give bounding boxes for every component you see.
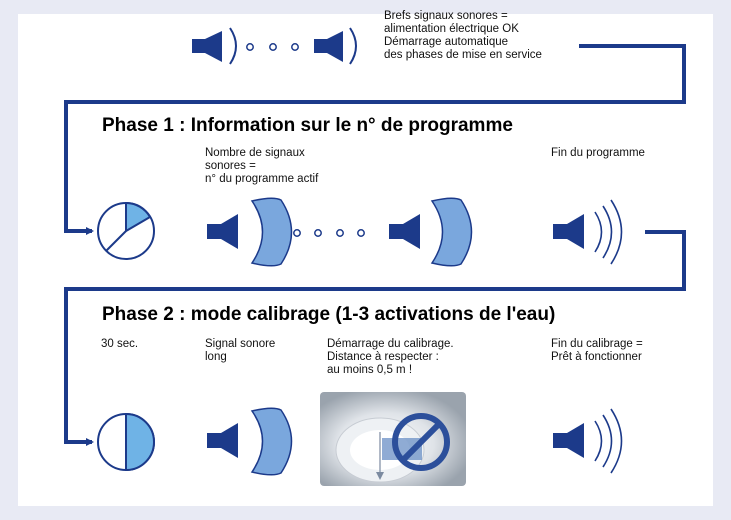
speaker-icon-phase1-first [207,214,238,249]
wave-icon-phase1-second [430,197,473,267]
speaker-icon-phase2-long [207,423,238,458]
speaker-icon-phase2-end [553,423,584,458]
phase2-long-signal-label: Signal sonore long [205,338,276,363]
phase1-signal-count-label: Nombre de signaux sonores = n° du progra… [205,147,319,185]
sound-wave-top-right [349,27,357,65]
intro-text: Brefs signaux sonores = alimentation éle… [384,10,542,61]
dots-top [246,43,299,51]
connector-phase1-to-phase2 [64,230,686,446]
phase2-calibration-start-label: Démarrage du calibrage. Distance à respe… [327,338,454,376]
sensor-distance-graphic [320,392,466,486]
phase2-title: Phase 2 : mode calibrage (1-3 activation… [102,304,556,325]
phase2-timer-label: 30 sec. [101,338,139,350]
prohibition-icon [392,413,450,471]
sound-wave-top-left [229,27,237,65]
triple-wave-icon-phase2-end [594,408,623,474]
dots-phase1 [293,229,365,237]
triple-wave-icon-phase1-end [594,199,623,265]
phase2-calibration-end-label: Fin du calibrage = Prêt à fonctionner [551,338,643,363]
connector-intro-to-phase1 [64,44,686,235]
sensor-distance-image [320,392,466,486]
speaker-icon-phase1-second [389,214,420,249]
clock-icon-phase1 [97,201,155,260]
wave-icon-phase1-first [250,197,293,267]
phase1-end-label: Fin du programme [551,147,645,159]
speaker-icon-top-left [192,31,222,62]
timer-icon-phase2 [97,412,155,472]
speaker-icon-phase1-end [553,214,584,249]
speaker-icon-top-right [314,31,343,62]
wave-icon-phase2-long [250,407,293,476]
phase1-title: Phase 1 : Information sur le n° de progr… [102,115,513,136]
